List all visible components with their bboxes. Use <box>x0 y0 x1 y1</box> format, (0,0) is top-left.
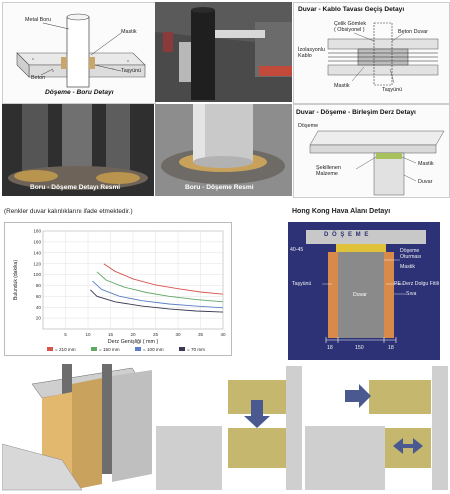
hk-slab-text: D Ö Ş E M E <box>324 232 370 238</box>
series-line-1 <box>103 263 224 295</box>
hk-label-seat-1: Döşeme <box>400 248 420 254</box>
wall-floor-joint-title: Duvar - Döşeme - Birleşim Derz Detayı <box>296 109 416 116</box>
joint-movement-diagram-1-drawing <box>156 366 302 490</box>
hk-label-wall: Duvar <box>353 292 367 298</box>
y-tick-label: 80 <box>36 283 42 288</box>
wall-cable-tray-drawing <box>327 22 439 86</box>
hk-dim-left: 18 <box>327 345 333 351</box>
x-axis-label: Derz Genişliği ( mm ) <box>108 339 159 345</box>
legend-label-1: = 210 mm <box>55 347 76 352</box>
wall-cable-tray-title: Duvar - Kablo Tavası Geçiş Detayı <box>298 6 405 13</box>
x-tick-label: 30 <box>175 332 181 337</box>
x-tick-label: 15 <box>108 332 114 337</box>
x-tick-label: 20 <box>130 332 136 337</box>
x-tick-label: 5 <box>64 332 67 337</box>
pipe-floor-detail-photo-caption: Boru - Döşeme Detayı Resmi <box>30 184 121 191</box>
series-line-2 <box>96 271 224 303</box>
x-tick-label: 35 <box>198 332 204 337</box>
wall-detail-isometric <box>2 364 152 492</box>
label-insulated-cable-2: Kablo <box>298 53 312 59</box>
series-line-3 <box>92 280 224 309</box>
x-tick-label: 10 <box>85 332 91 337</box>
joint-movement-diagram-2-drawing <box>305 366 448 490</box>
hk-dim-top: 40-45 <box>290 247 304 253</box>
y-tick-label: 120 <box>33 261 41 266</box>
label-concrete: Beton <box>31 75 46 81</box>
label-mastic: Mastik <box>334 83 350 89</box>
pipe-floor-photo: Boru - Döşeme Resmi <box>155 104 292 196</box>
hk-label-seat-2: Oturması <box>400 254 422 260</box>
hk-label-rock-wool: Taşyünü <box>292 281 312 287</box>
wall-pipe-photo-image <box>155 2 292 102</box>
chart-note: (Renkler duvar kalınlıklarını ifade etme… <box>4 208 133 215</box>
y-tick-label: 20 <box>36 316 42 321</box>
pipe-floor-detail-photo: Boru - Döşeme Detayı Resmi <box>2 104 154 196</box>
label-shaped-material-2: Malzeme <box>316 171 338 177</box>
wall-floor-joint-panel: Duvar - Döşeme - Birleşim Derz Detayı Dö… <box>293 104 450 198</box>
y-tick-label: 40 <box>36 305 42 310</box>
label-insulated-cable-1: İzolasyonlu <box>298 47 325 53</box>
y-tick-label: 60 <box>36 294 42 299</box>
label-metal-pipe: Metal Boru <box>25 17 52 23</box>
x-tick-label: 25 <box>153 332 159 337</box>
wall-detail-isometric-drawing <box>2 364 152 491</box>
hk-label-plaster: Sıva <box>406 291 417 297</box>
wall-floor-joint-drawing <box>309 130 445 196</box>
floor-pipe-detail-drawing <box>16 13 146 88</box>
label-steel-sleeve: Çelik Gömlek <box>334 21 367 27</box>
fire-resistance-chart-svg: 5 10 15 20 25 30 35 40 20 40 60 80 100 120 140 160 180De… <box>13 229 226 352</box>
label-rock-wool: Taşyünü <box>121 68 142 74</box>
label-floor: Döşeme <box>298 123 319 129</box>
y-tick-label: 100 <box>33 272 41 277</box>
wall-pipe-photo <box>155 2 292 102</box>
pipe-floor-detail-photo-image <box>2 104 154 196</box>
legend-label-3: = 100 mm <box>143 347 164 352</box>
label-mastic: Mastik <box>418 161 434 167</box>
hk-label-mastic: Mastik <box>400 264 415 270</box>
label-shaped-material-1: Şekillenen <box>316 165 341 171</box>
y-tick-label: 180 <box>33 229 41 234</box>
legend-swatch-3 <box>135 347 141 351</box>
label-wall: Duvar <box>418 179 433 185</box>
pipe-floor-photo-caption: Boru - Döşeme Resmi <box>185 184 254 191</box>
legend-swatch-1 <box>47 347 53 351</box>
floor-pipe-detail-panel: Metal Boru Mastik Beton Taşyünü Döşeme -… <box>2 2 156 104</box>
pipe-floor-photo-image <box>155 104 292 196</box>
hk-detail-panel: D Ö Ş E M E 40-45 Döşeme Oturması Mastik… <box>288 222 440 360</box>
hk-detail-drawing <box>306 230 426 343</box>
label-rock-wool: Taşyünü <box>382 87 403 93</box>
hk-dim-right: 18 <box>388 345 394 351</box>
legend-label-2: = 150 mm <box>99 347 120 352</box>
series-line-4 <box>89 289 224 313</box>
hk-dim-mid: 150 <box>355 345 364 351</box>
legend-swatch-2 <box>91 347 97 351</box>
floor-pipe-detail-title: Döşeme - Boru Detayı <box>45 89 114 96</box>
legend-swatch-4 <box>179 347 185 351</box>
legend-label-4: = 70 mm <box>187 347 205 352</box>
y-tick-label: 160 <box>33 239 41 244</box>
wall-cable-tray-panel: Duvar - Kablo Tavası Geçiş Detayı Çelik … <box>293 2 450 104</box>
hk-detail-title: Hong Kong Hava Alanı Detayı <box>292 208 391 215</box>
x-tick-label: 40 <box>220 332 226 337</box>
label-mastic: Mastik <box>121 29 137 35</box>
y-axis-label: Bulunduk (dakika) <box>13 260 19 300</box>
joint-movement-diagram-1 <box>156 366 302 490</box>
label-steel-sleeve-note: ( Obsiyonel ) <box>334 27 365 33</box>
label-concrete-wall: Beton Duvar <box>398 29 428 35</box>
hk-label-pe-joint: PE Derz Dolgu Fitili <box>394 281 439 287</box>
y-tick-label: 140 <box>33 250 41 255</box>
joint-movement-diagram-2 <box>305 366 448 490</box>
